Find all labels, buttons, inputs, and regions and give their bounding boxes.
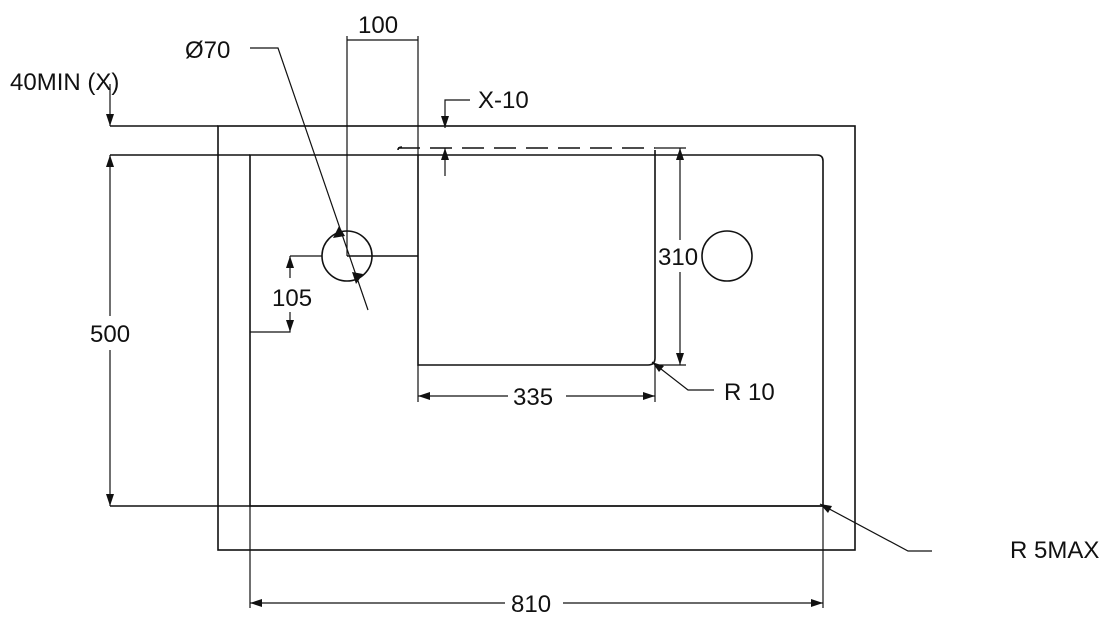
dim-335-label: 335 xyxy=(513,384,553,411)
dim-500-arrow-bottom xyxy=(106,494,114,506)
dim-310-label: 310 xyxy=(658,244,698,271)
hole-dia-arrow xyxy=(333,226,345,238)
min-depth-arrow xyxy=(106,114,114,126)
recess-leader xyxy=(444,99,470,128)
dim-310-arrow-bottom xyxy=(676,353,684,365)
r10-arrow xyxy=(652,362,664,372)
dim-hole-dia-label: Ø70 xyxy=(185,37,230,64)
dim-min-depth-label: 40MIN (X) xyxy=(10,69,119,96)
recess-arrow-bottom xyxy=(441,148,449,160)
dim-500-arrow-top xyxy=(106,155,114,167)
sink-bowl-outline xyxy=(249,154,824,507)
r5-arrow xyxy=(820,504,832,513)
dim-105-arrow-bottom xyxy=(286,320,294,332)
dim-105-line-bottom xyxy=(250,312,291,333)
hole-dia-leader xyxy=(250,47,369,311)
recess-arrow-top xyxy=(441,116,449,128)
dim-105-label: 105 xyxy=(272,285,312,312)
dim-335-arrow-right xyxy=(643,392,655,400)
outer-counter-outline xyxy=(217,125,856,551)
hole-right xyxy=(701,230,753,282)
dim-500-label: 500 xyxy=(90,321,130,348)
dim-105-arrow-top xyxy=(286,256,294,268)
dim-335-arrow-left xyxy=(418,392,430,400)
dim-recess-label: X-10 xyxy=(478,87,529,114)
r5-leader xyxy=(819,503,932,552)
dim-810-arrow-left xyxy=(250,599,262,607)
hole-dia-arrow-2 xyxy=(352,272,363,284)
r10-label: R 10 xyxy=(724,379,775,406)
cutout-outline xyxy=(417,150,656,366)
dim-310-arrow-top xyxy=(676,148,684,160)
dim-100-label: 100 xyxy=(358,12,398,39)
dim-810-arrow-right xyxy=(811,599,823,607)
cutout-dashed-corner xyxy=(397,146,403,151)
r5-label: R 5MAX xyxy=(1010,537,1099,564)
dim-810-label: 810 xyxy=(511,591,551,618)
r10-leader xyxy=(651,361,714,391)
